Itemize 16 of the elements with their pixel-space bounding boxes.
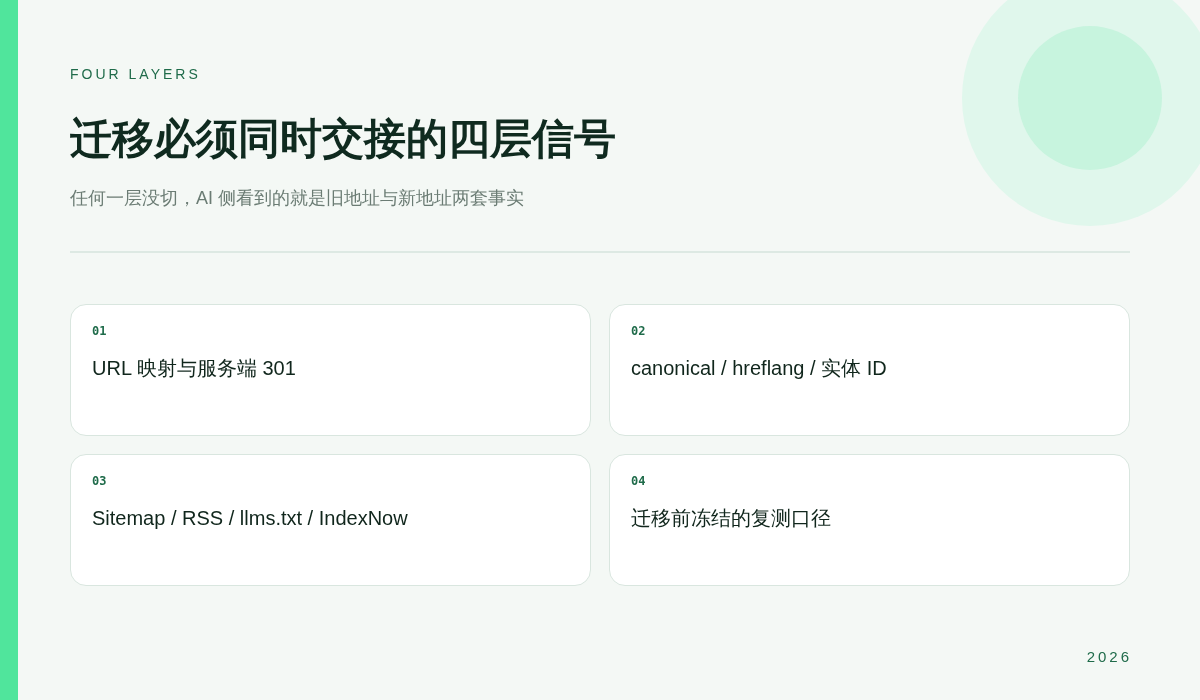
section-kicker: FOUR LAYERS: [70, 66, 201, 82]
footer-year: 2026: [1086, 648, 1132, 666]
card: [609, 304, 1130, 436]
subtitle-text: 任何一层没切，AI 侧看到的就是旧地址与新地址两套事实: [70, 187, 524, 209]
card-number: 02: [631, 324, 646, 338]
card: [609, 454, 1130, 586]
card-number: 01: [92, 324, 107, 338]
card-text: Sitemap / RSS / llms.txt / IndexNow: [92, 506, 408, 531]
card: [70, 454, 591, 586]
card: [70, 304, 591, 436]
card-text: 迁移前冻结的复测口径: [631, 506, 831, 531]
card-number: 04: [631, 474, 646, 488]
card-number: 03: [92, 474, 107, 488]
slide-title: 迁移必须同时交接的四层信号: [70, 114, 616, 164]
card-text: canonical / hreflang / 实体 ID: [631, 356, 887, 381]
card-text: URL 映射与服务端 301: [92, 356, 296, 381]
